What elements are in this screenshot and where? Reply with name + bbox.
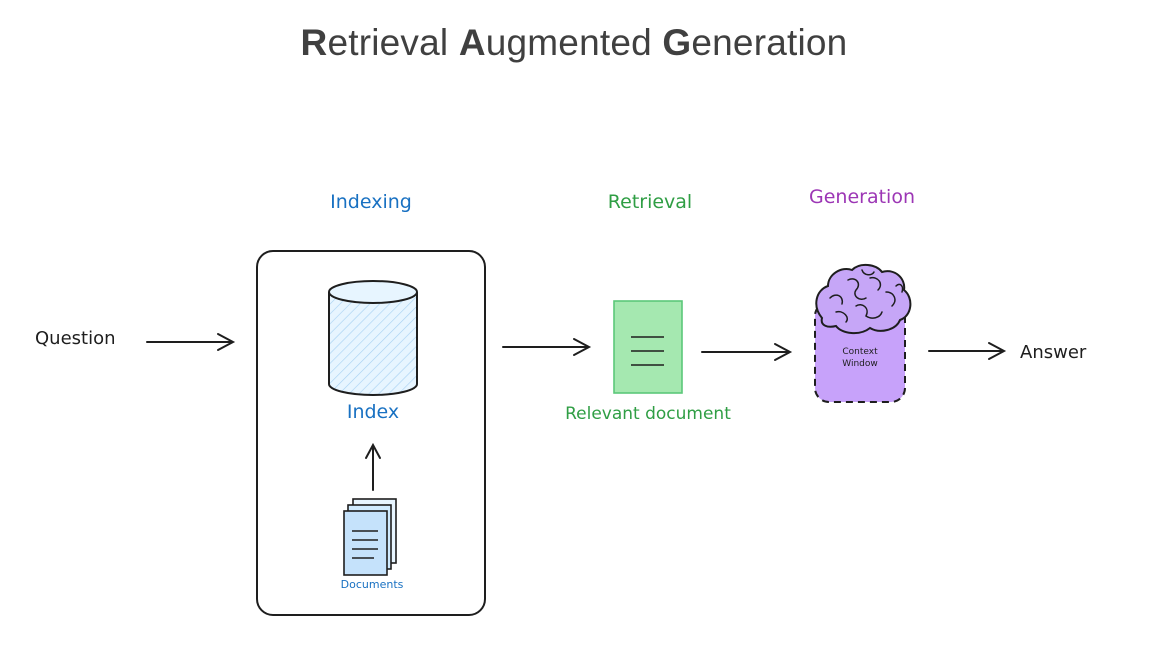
context-window-label-line2: Window xyxy=(842,359,878,369)
arrow-question-to-index xyxy=(146,333,236,351)
title-initial-a: A xyxy=(458,22,486,63)
title-initial-r: R xyxy=(300,22,328,63)
title-word-augmented: ugmented xyxy=(485,22,663,63)
documents-label: Documents xyxy=(341,578,404,591)
arrow-index-to-retrieval xyxy=(502,338,592,356)
arrow-documents-to-index xyxy=(365,442,381,491)
arrow-generation-to-answer xyxy=(928,342,1007,360)
indexing-container xyxy=(256,250,486,616)
index-label: Index xyxy=(347,401,399,423)
title-word-generation: eneration xyxy=(691,22,848,63)
stage-indexing-label: Indexing xyxy=(330,191,412,213)
title-initial-g: G xyxy=(662,22,692,63)
answer-label: Answer xyxy=(1020,342,1087,363)
stage-generation-label: Generation xyxy=(809,186,915,208)
index-database-icon xyxy=(328,280,418,396)
relevant-document-label: Relevant document xyxy=(565,404,731,424)
stage-retrieval-label: Retrieval xyxy=(608,191,692,213)
context-window-label-line1: Context xyxy=(842,347,878,357)
page-title: Retrieval Augmented Generation xyxy=(0,22,1148,64)
question-label: Question xyxy=(35,328,116,349)
brain-icon xyxy=(815,264,912,334)
title-word-retrieval: etrieval xyxy=(327,22,459,63)
arrow-retrieval-to-generation xyxy=(701,343,793,361)
relevant-document-icon xyxy=(613,300,683,394)
documents-stack-icon xyxy=(343,498,397,576)
